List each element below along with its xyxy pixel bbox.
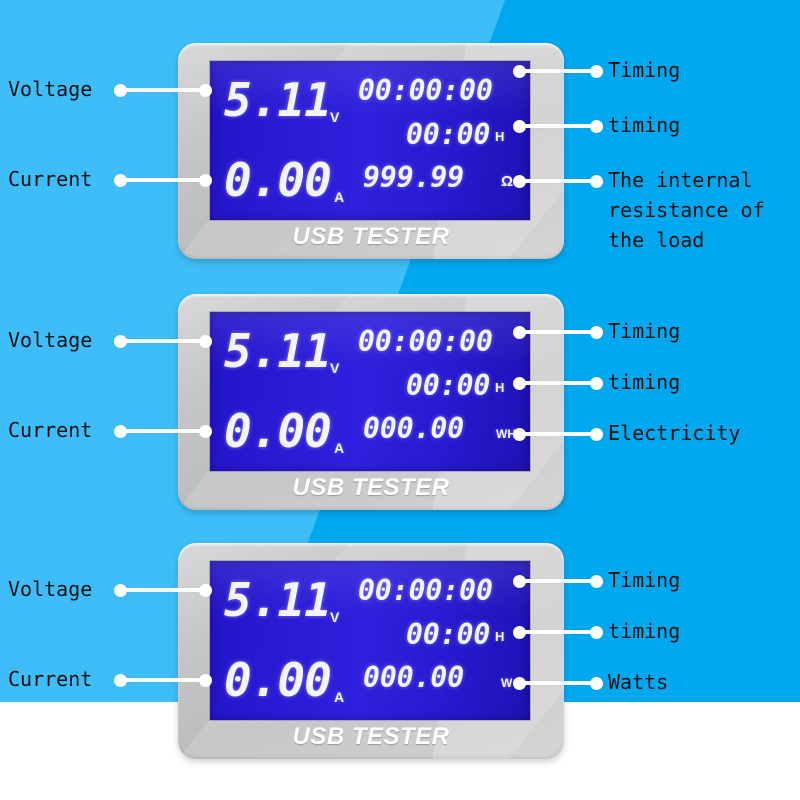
- callout-dot: [199, 84, 212, 97]
- callout-timing-upper-1: Timing: [608, 58, 681, 82]
- callout-current-2: Current: [8, 418, 93, 442]
- callout-timing-lower-3: timing: [608, 619, 681, 643]
- callout-voltage-1: Voltage: [8, 77, 93, 101]
- callout-dot: [590, 575, 603, 588]
- usb-tester-device-1: 5.11 V 00:00:00 00:00 H 0.00 A 999.99 Ω …: [178, 43, 564, 259]
- timer-short-reading: 00:00: [406, 369, 491, 402]
- resistance-unit: Ω: [501, 173, 514, 190]
- callout-current-1: Current: [8, 167, 93, 191]
- timer-short-reading: 00:00: [406, 618, 491, 651]
- voltage-unit: V: [330, 109, 340, 125]
- callout-voltage-3: Voltage: [8, 577, 93, 601]
- callout-timing-lower-2: timing: [608, 370, 681, 394]
- usb-tester-device-3: 5.11 V 00:00:00 00:00 H 0.00 A 000.00 W …: [178, 543, 564, 759]
- callout-timing-upper-2: Timing: [608, 319, 681, 343]
- timer-short-unit: H: [495, 129, 505, 144]
- callout-line: [120, 88, 206, 92]
- callout-dot: [199, 674, 212, 687]
- lcd-screen: 5.11 V 00:00:00 00:00 H 0.00 A 000.00 W: [210, 561, 530, 720]
- voltage-reading: 5.11: [224, 573, 332, 627]
- callout-line: [120, 678, 206, 682]
- power-unit: W: [501, 676, 513, 690]
- lcd-screen: 5.11 V 00:00:00 00:00 H 0.00 A 000.00 WH: [210, 312, 530, 471]
- callout-electricity-2: Electricity: [608, 421, 741, 445]
- callout-line: [519, 330, 597, 334]
- callout-dot: [590, 326, 603, 339]
- timer-short-unit: H: [495, 629, 505, 644]
- callout-line: [519, 681, 597, 685]
- current-unit: A: [334, 440, 345, 456]
- timer-long-reading: 00:00:00: [358, 574, 493, 607]
- callout-dot: [199, 584, 212, 597]
- callout-watts-3: Watts: [608, 670, 669, 694]
- energy-unit: WH: [496, 427, 516, 441]
- current-unit: A: [334, 189, 345, 205]
- voltage-unit: V: [330, 360, 340, 376]
- voltage-reading: 5.11: [224, 73, 332, 127]
- current-reading: 0.00: [224, 404, 332, 458]
- callout-line: [519, 69, 597, 73]
- timer-short-unit: H: [495, 380, 505, 395]
- callout-line: [120, 588, 206, 592]
- callout-dot: [590, 428, 603, 441]
- current-reading: 0.00: [224, 153, 332, 207]
- callout-line: [519, 630, 597, 634]
- brand-label: USB TESTER: [292, 723, 450, 750]
- callout-line: [120, 339, 206, 343]
- callout-line: [519, 579, 597, 583]
- resistance-reading: 999.99: [363, 161, 465, 194]
- callout-dot: [199, 335, 212, 348]
- lcd-screen: 5.11 V 00:00:00 00:00 H 0.00 A 999.99 Ω: [210, 61, 530, 220]
- callout-dot: [590, 377, 603, 390]
- callout-line: [120, 178, 206, 182]
- energy-reading: 000.00: [363, 412, 465, 445]
- voltage-reading: 5.11: [224, 324, 332, 378]
- callout-dot: [590, 677, 603, 690]
- current-unit: A: [334, 689, 345, 705]
- callout-dot: [199, 425, 212, 438]
- callout-dot: [590, 175, 603, 188]
- callout-voltage-2: Voltage: [8, 328, 93, 352]
- timer-long-reading: 00:00:00: [358, 325, 493, 358]
- callout-internal-resistance-1: The internal resistance of the load: [608, 168, 765, 252]
- current-reading: 0.00: [224, 653, 332, 707]
- callout-line: [519, 124, 597, 128]
- usb-tester-device-2: 5.11 V 00:00:00 00:00 H 0.00 A 000.00 WH…: [178, 294, 564, 510]
- timer-short-reading: 00:00: [406, 118, 491, 151]
- callout-line: [519, 381, 597, 385]
- power-reading: 000.00: [363, 661, 465, 694]
- brand-label: USB TESTER: [292, 474, 450, 501]
- callout-timing-lower-1: timing: [608, 113, 681, 137]
- callout-dot: [590, 65, 603, 78]
- callout-line: [519, 179, 597, 183]
- callout-line: [120, 429, 206, 433]
- brand-label: USB TESTER: [292, 223, 450, 250]
- callout-timing-upper-3: Timing: [608, 568, 681, 592]
- voltage-unit: V: [330, 609, 340, 625]
- callout-line: [519, 432, 597, 436]
- callout-dot: [590, 120, 603, 133]
- callout-dot: [199, 174, 212, 187]
- callout-dot: [590, 626, 603, 639]
- callout-current-3: Current: [8, 667, 93, 691]
- timer-long-reading: 00:00:00: [358, 74, 493, 107]
